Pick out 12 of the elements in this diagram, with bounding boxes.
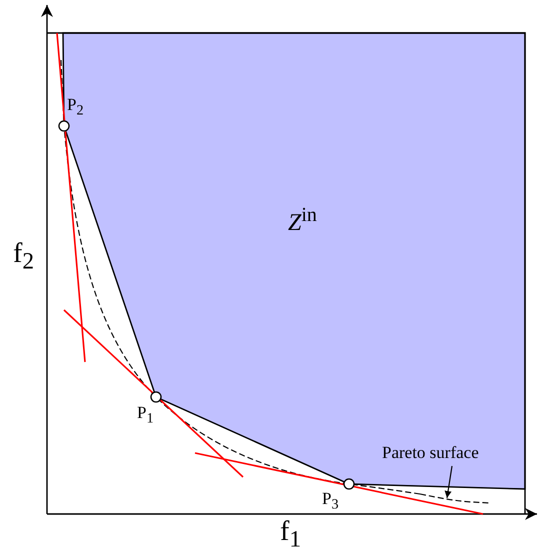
point-label: P$_{2}$ xyxy=(67,96,84,118)
pareto-curve xyxy=(420,493,490,504)
point-marker xyxy=(150,391,162,403)
point-label: P$_{1}$ xyxy=(137,404,154,426)
axis-label: f$_{1}$ xyxy=(280,518,301,552)
point-marker xyxy=(58,120,70,132)
leader-line xyxy=(444,466,453,498)
point-marker xyxy=(343,478,355,490)
region-label: Z$^{in}$ xyxy=(288,205,317,235)
axis-label: f$_{2}$ xyxy=(13,240,34,274)
point-label: P$_{3}$ xyxy=(322,490,339,512)
curve-label: Pareto surface xyxy=(382,444,479,461)
